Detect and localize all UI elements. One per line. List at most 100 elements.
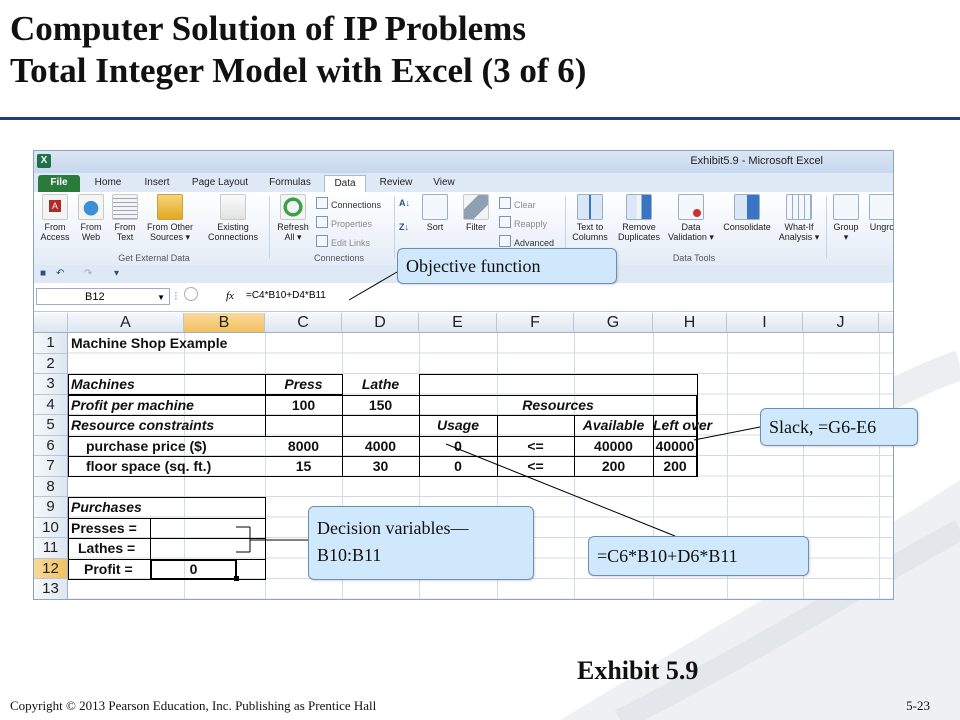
- sort-za-icon[interactable]: Z↓: [399, 222, 409, 232]
- cell-a5[interactable]: Resource constraints: [71, 417, 215, 433]
- row-header-3[interactable]: 3: [34, 374, 68, 395]
- sort-button[interactable]: Sort: [420, 194, 450, 232]
- column-header-a[interactable]: A: [68, 313, 184, 333]
- undo-icon[interactable]: ↶: [56, 268, 65, 279]
- cell-resources[interactable]: Resources: [522, 396, 594, 413]
- fill-handle[interactable]: [234, 576, 239, 581]
- advanced-button[interactable]: Advanced: [499, 235, 554, 248]
- from-web-button[interactable]: From Web: [76, 194, 106, 242]
- column-header-d[interactable]: D: [342, 313, 419, 333]
- cell-a9[interactable]: Purchases: [71, 499, 142, 515]
- cell-a11[interactable]: Lathes =: [78, 540, 136, 556]
- row-header-1[interactable]: 1: [34, 333, 68, 354]
- cell-e6[interactable]: 0: [454, 437, 462, 454]
- tab-data[interactable]: Data: [324, 175, 366, 192]
- cell-d7[interactable]: 30: [372, 458, 389, 474]
- row-header-13[interactable]: 13: [34, 579, 68, 599]
- tab-view[interactable]: View: [433, 177, 455, 188]
- callout-slack: Slack, =G6-E6: [760, 408, 918, 446]
- cell-h6[interactable]: 40000: [655, 437, 695, 454]
- from-access-button[interactable]: A From Access: [38, 194, 72, 242]
- column-header-h[interactable]: H: [653, 313, 727, 333]
- cell-a10[interactable]: Presses =: [71, 519, 137, 536]
- what-if-analysis-button[interactable]: What-If Analysis ▾: [776, 194, 822, 242]
- sort-az-icon[interactable]: A↓: [399, 198, 410, 208]
- tab-page-layout[interactable]: Page Layout: [191, 177, 249, 188]
- text-to-columns-button[interactable]: Text to Columns: [570, 194, 610, 242]
- cell-c7[interactable]: 15: [295, 458, 312, 474]
- remove-duplicates-button[interactable]: Remove Duplicates: [614, 194, 664, 242]
- cell-f6[interactable]: <=: [527, 437, 544, 454]
- cell-h5[interactable]: Left over: [653, 417, 713, 433]
- select-all-corner[interactable]: [34, 313, 68, 333]
- customize-qat-icon[interactable]: ▾: [114, 268, 120, 279]
- tab-file[interactable]: File: [38, 175, 80, 192]
- column-header-e[interactable]: E: [419, 313, 497, 333]
- tab-insert[interactable]: Insert: [144, 177, 170, 188]
- column-header-b[interactable]: B: [184, 313, 265, 333]
- cell-d3[interactable]: Lathe: [361, 376, 400, 392]
- cell-e5[interactable]: Usage: [436, 417, 480, 433]
- chevron-down-icon[interactable]: ▼: [157, 293, 165, 302]
- insert-function-icon[interactable]: fx: [226, 290, 234, 302]
- clear-button[interactable]: Clear: [499, 197, 536, 210]
- cancel-entry-icon[interactable]: [184, 287, 198, 301]
- reapply-button[interactable]: Reapply: [499, 216, 547, 229]
- cell-a1[interactable]: Machine Shop Example: [71, 335, 228, 351]
- validation-icon: [678, 194, 704, 220]
- group-button[interactable]: Group ▾: [830, 194, 862, 242]
- row-header-4[interactable]: 4: [34, 394, 68, 415]
- row-header-10[interactable]: 10: [34, 517, 68, 538]
- column-header-f[interactable]: F: [497, 313, 574, 333]
- tab-home[interactable]: Home: [94, 177, 122, 188]
- redo-icon[interactable]: ↷: [84, 268, 93, 279]
- edit-links-button[interactable]: Edit Links: [316, 235, 370, 248]
- name-box[interactable]: B12 ▼: [36, 288, 170, 305]
- consolidate-button[interactable]: Consolidate: [720, 194, 774, 232]
- cell-b12[interactable]: 0: [189, 560, 198, 577]
- column-header-c[interactable]: C: [265, 313, 342, 333]
- cell-e7[interactable]: 0: [454, 458, 462, 474]
- cell-d4[interactable]: 150: [368, 396, 393, 413]
- cell-h7[interactable]: 200: [663, 458, 687, 474]
- properties-button[interactable]: Properties: [316, 216, 372, 229]
- cell-c4[interactable]: 100: [291, 396, 316, 413]
- row-header-11[interactable]: 11: [34, 538, 68, 559]
- row-header-6[interactable]: 6: [34, 435, 68, 456]
- filter-button[interactable]: Filter: [458, 194, 494, 232]
- row-header-8[interactable]: 8: [34, 476, 68, 497]
- tab-review[interactable]: Review: [379, 177, 413, 188]
- from-text-button[interactable]: From Text: [110, 194, 140, 242]
- column-header-i[interactable]: I: [727, 313, 803, 333]
- active-cell-b12[interactable]: [150, 558, 237, 580]
- from-other-sources-button[interactable]: From Other Sources ▾: [142, 194, 198, 242]
- column-header-j[interactable]: J: [803, 313, 879, 333]
- cell-g5[interactable]: Available: [582, 417, 645, 433]
- cell-g7[interactable]: 200: [601, 458, 626, 474]
- cell-c6[interactable]: 8000: [287, 437, 320, 454]
- connections-button[interactable]: Connections: [316, 197, 381, 210]
- formula-input[interactable]: =C4*B10+D4*B11: [246, 290, 326, 301]
- existing-connections-button[interactable]: Existing Connections: [202, 194, 264, 242]
- ungroup-button[interactable]: Ungro: [866, 194, 893, 232]
- cell-g6[interactable]: 40000: [594, 437, 633, 454]
- row-header-2[interactable]: 2: [34, 353, 68, 374]
- cell-d6[interactable]: 4000: [364, 437, 397, 454]
- save-icon[interactable]: ■: [40, 268, 47, 279]
- data-validation-button[interactable]: Data Validation ▾: [666, 194, 716, 242]
- cell-a4[interactable]: Profit per machine: [71, 396, 194, 413]
- cell-a12[interactable]: Profit =: [84, 560, 133, 577]
- column-header-g[interactable]: G: [574, 313, 653, 333]
- row-header-12[interactable]: 12: [34, 558, 68, 579]
- cell-a3[interactable]: Machines: [71, 376, 135, 392]
- refresh-all-button[interactable]: Refresh All ▾: [274, 194, 312, 242]
- cell-c3[interactable]: Press: [284, 376, 323, 392]
- row-header-7[interactable]: 7: [34, 456, 68, 477]
- cell-f7[interactable]: <=: [527, 458, 544, 474]
- column-header-k[interactable]: K: [879, 313, 893, 333]
- row-header-9[interactable]: 9: [34, 497, 68, 518]
- cell-a6[interactable]: purchase price ($): [86, 437, 207, 454]
- cell-a7[interactable]: floor space (sq. ft.): [86, 458, 212, 474]
- row-header-5[interactable]: 5: [34, 415, 68, 436]
- tab-formulas[interactable]: Formulas: [269, 177, 311, 188]
